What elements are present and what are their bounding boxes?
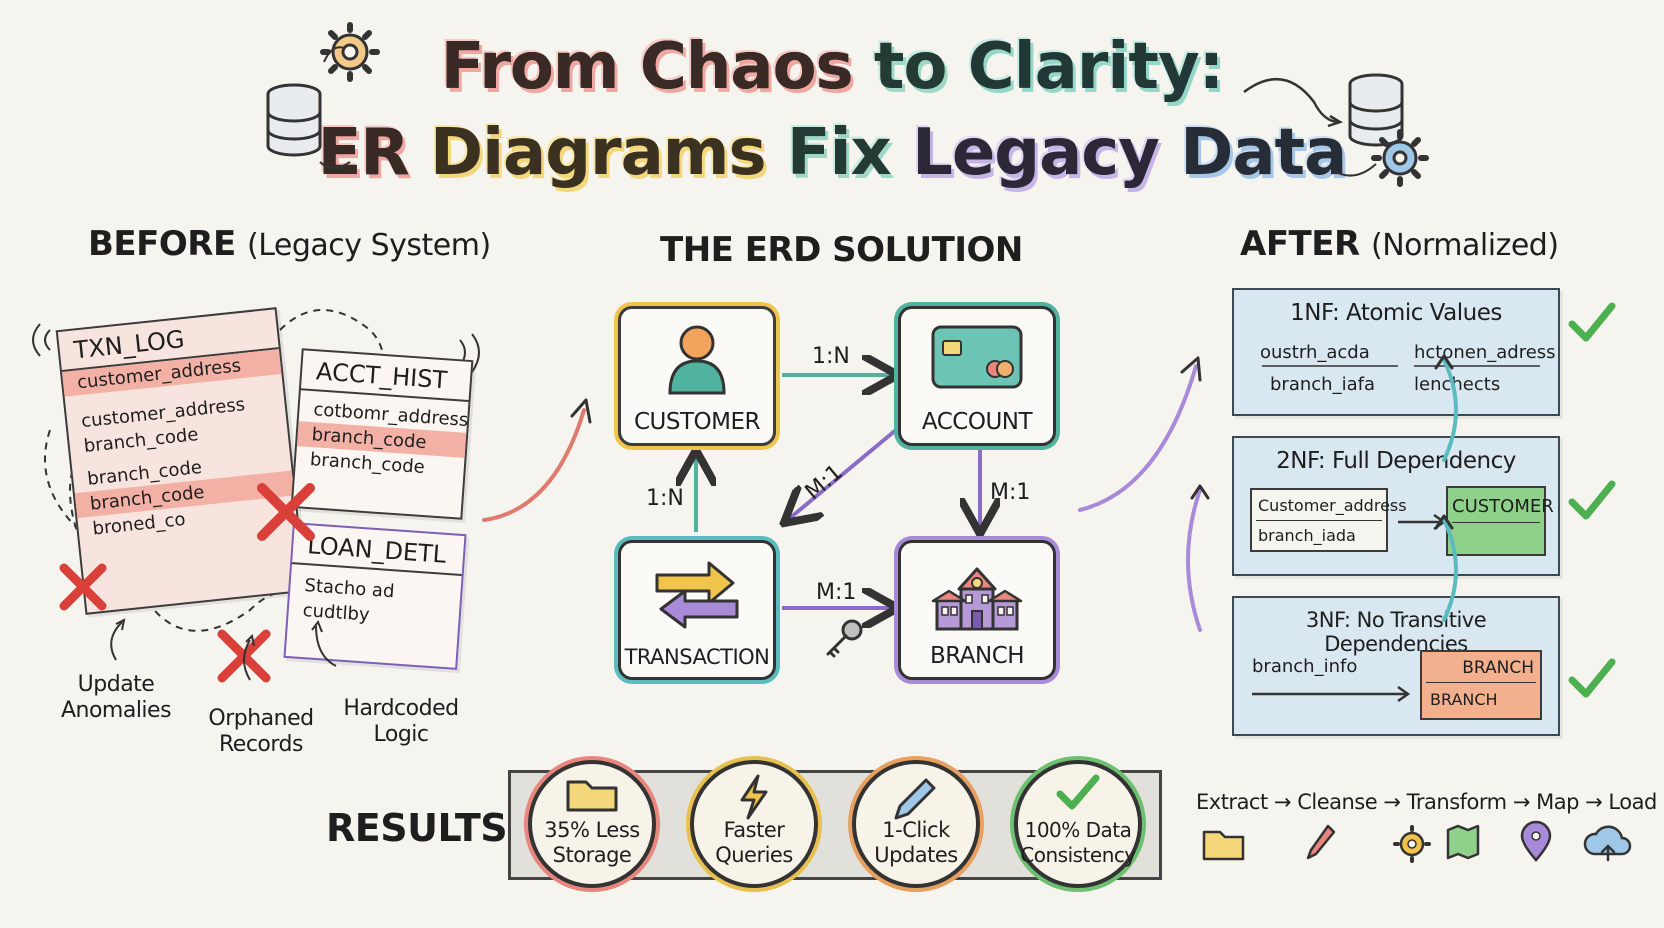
title-line-2: ER Diagrams Fix Legacy Data bbox=[0, 116, 1664, 190]
nf-panel-2nf: 2NF: Full Dependency Customer_address br… bbox=[1232, 436, 1560, 576]
map-icon bbox=[1446, 824, 1480, 860]
nf-target: CUSTOMER bbox=[1452, 496, 1554, 517]
legacy-table-title: ACCT_HIST bbox=[300, 350, 472, 402]
title-word: Legacy bbox=[912, 116, 1160, 190]
folder-icon bbox=[532, 774, 652, 814]
nf-target: BRANCH bbox=[1430, 690, 1498, 709]
gear-icon bbox=[1393, 825, 1431, 863]
lightning-icon bbox=[694, 774, 814, 820]
result-updates: 1-Click Updates bbox=[852, 760, 980, 888]
pipeline-arrow: → bbox=[1585, 790, 1603, 814]
pipeline-step: Extract bbox=[1196, 790, 1268, 814]
result-consistency: 100% Data Consistency bbox=[1014, 760, 1142, 888]
nf-item: hctonen_adress bbox=[1414, 342, 1556, 363]
nf-item: branch_iafa bbox=[1270, 374, 1375, 395]
erd-relationship-lines bbox=[600, 300, 1080, 720]
problem-hardcoded-logic: Hardcoded Logic bbox=[343, 696, 459, 747]
results-heading: RESULTS bbox=[326, 806, 508, 850]
flow-arrow bbox=[1078, 356, 1202, 512]
title-word: Fix bbox=[786, 116, 892, 190]
pipeline-step: Map bbox=[1536, 790, 1579, 814]
entity-transaction: TRANSACTION bbox=[618, 540, 776, 680]
title-word: Clarity: bbox=[967, 30, 1224, 104]
nf-arrow bbox=[1252, 685, 1411, 703]
check-icon bbox=[1568, 302, 1616, 342]
title-line-1: From Chaos to Clarity: bbox=[0, 30, 1664, 104]
pipeline-step: Cleanse bbox=[1297, 790, 1378, 814]
entity-account: ACCOUNT bbox=[898, 306, 1056, 446]
pipeline-step: Transform bbox=[1406, 790, 1507, 814]
nf-target-box: BRANCH BRANCH bbox=[1420, 650, 1542, 720]
relationship-label: M:1 bbox=[990, 480, 1031, 505]
check-icon bbox=[1568, 658, 1616, 698]
folder-icon bbox=[1202, 830, 1245, 861]
database-gear-icon bbox=[1243, 73, 1429, 187]
nf-title: 2NF: Full Dependency bbox=[1276, 448, 1516, 474]
brush-icon bbox=[1306, 824, 1336, 860]
pipeline-arrow: → bbox=[1512, 790, 1531, 814]
entity-branch: BRANCH bbox=[898, 540, 1056, 680]
annotation-pointers bbox=[110, 618, 337, 681]
result-storage: 35% Less Storage bbox=[528, 760, 656, 888]
nf-item: branch_info bbox=[1252, 656, 1358, 677]
problem-update-anomalies: Update Anomalies bbox=[60, 672, 172, 723]
title-word: Diagrams bbox=[429, 116, 767, 190]
problem-orphaned-records: Orphaned Records bbox=[208, 706, 314, 757]
nf-target-box: CUSTOMER bbox=[1446, 486, 1554, 556]
nf-item: Customer_address bbox=[1258, 496, 1407, 515]
title-word: ER bbox=[317, 116, 410, 190]
check-icon bbox=[1018, 774, 1138, 814]
relationship-label: 1:N bbox=[812, 344, 850, 369]
nf-target: BRANCH bbox=[1462, 658, 1534, 678]
pipeline-arrow: → bbox=[1383, 790, 1401, 814]
title-word: Chaos bbox=[639, 30, 854, 104]
database-gear-icon bbox=[266, 22, 380, 169]
nf-item: oustrh_acda bbox=[1260, 342, 1370, 363]
nf-title: 1NF: Atomic Values bbox=[1290, 300, 1502, 326]
solution-heading: THE ERD SOLUTION bbox=[660, 230, 1023, 270]
pen-icon bbox=[856, 774, 976, 822]
nf-panel-3nf: 3NF: No Transitive Dependencies branch_i… bbox=[1232, 596, 1560, 736]
key-icon bbox=[826, 619, 863, 658]
title-word: Data bbox=[1180, 116, 1347, 190]
flow-arrow bbox=[482, 398, 592, 522]
title-word: to bbox=[873, 30, 948, 104]
result-queries: Faster Queries bbox=[690, 760, 818, 888]
bank-building-icon bbox=[901, 555, 1053, 633]
relationship-label: M:1 bbox=[816, 580, 857, 605]
error-x-icon bbox=[59, 563, 107, 611]
transfer-arrows-icon bbox=[621, 555, 773, 629]
nf-item: lenchects bbox=[1414, 374, 1501, 395]
error-x-icon bbox=[257, 483, 315, 541]
person-icon bbox=[621, 321, 773, 395]
nf-item: branch_iada bbox=[1258, 526, 1356, 545]
nf-progress-arrows bbox=[1186, 354, 1458, 632]
nf-source-box: Customer_address branch_iada bbox=[1250, 488, 1407, 552]
title-word: From bbox=[440, 30, 620, 104]
after-heading: AFTER (Normalized) bbox=[1240, 224, 1559, 264]
entity-customer: CUSTOMER bbox=[618, 306, 776, 446]
check-icon bbox=[1568, 480, 1616, 520]
nf-panel-1nf: 1NF: Atomic Values oustrh_acda hctonen_a… bbox=[1232, 288, 1560, 416]
legacy-table-acct-hist: ACCT_HIST cotbomr_address branch_code br… bbox=[290, 348, 474, 520]
pipeline-arrow: → bbox=[1273, 790, 1292, 814]
cloud-upload-icon bbox=[1583, 825, 1632, 862]
location-pin-icon bbox=[1520, 820, 1552, 862]
relationship-label: 1:N bbox=[646, 486, 684, 511]
etl-pipeline: Extract → Cleanse → Transform → Map → Lo… bbox=[1196, 790, 1657, 814]
pipeline-icons bbox=[1202, 820, 1632, 863]
before-heading: BEFORE (Legacy System) bbox=[88, 224, 491, 264]
credit-card-icon bbox=[901, 321, 1053, 393]
pipeline-step: Load bbox=[1608, 790, 1657, 814]
